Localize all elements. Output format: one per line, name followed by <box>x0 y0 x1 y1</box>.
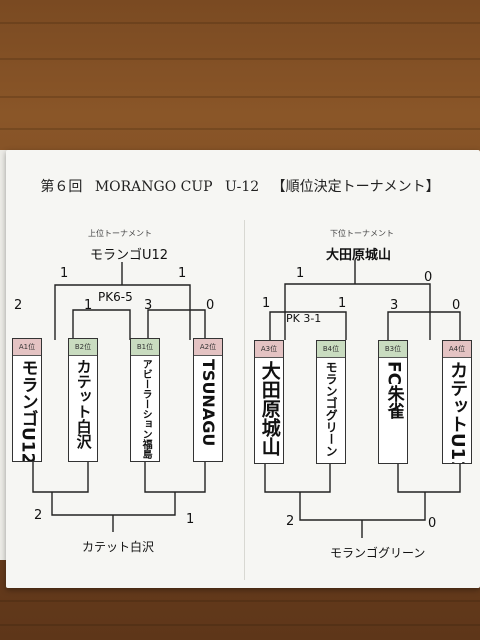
wood-grain <box>0 624 480 626</box>
team-card-a1: A1位 モランゴU12 <box>12 338 42 462</box>
upper-pk-score: PK6-5 <box>98 290 133 304</box>
team-score: 3 <box>144 298 153 313</box>
wood-grain <box>0 58 480 60</box>
team-card-b1: B1位 アビーラーション福島 <box>130 338 160 462</box>
seed-label: B1位 <box>131 339 159 356</box>
team-score: 1 <box>84 298 93 313</box>
lower-pk-score: PK 3-1 <box>286 312 322 325</box>
third-place-winner: カテット白沢 <box>82 540 155 554</box>
third-place-score-right: 0 <box>428 516 437 531</box>
sheet-title: 第６回 MORANGO CUP U-12 【順位決定トーナメント】 <box>0 176 480 196</box>
title-bracket: 【順位決定トーナメント】 <box>271 179 440 195</box>
seed-label: B3位 <box>379 341 407 358</box>
team-name: モランゴU12 <box>17 359 38 462</box>
team-name: カテット白沢 <box>74 359 93 449</box>
team-name: アビーラーション福島 <box>140 359 152 459</box>
lower-champion: 大田原城山 <box>326 248 392 263</box>
third-place-score-right: 1 <box>186 512 195 527</box>
title-cup: MORANGO CUP <box>94 179 213 195</box>
lower-final-score-left: 1 <box>296 266 305 281</box>
seed-label: A2位 <box>194 339 222 356</box>
team-name: モランゴグリーン <box>324 361 339 457</box>
wood-grain <box>0 128 480 130</box>
lower-tournament-label: 下位トーナメント <box>330 229 394 238</box>
upper-final-score-left: 1 <box>60 266 69 281</box>
seed-label: B2位 <box>69 339 97 356</box>
team-score: 0 <box>206 298 215 313</box>
team-score: 2 <box>14 298 23 313</box>
lower-final-score-right: 0 <box>424 270 433 285</box>
title-category: U-12 <box>225 179 260 195</box>
team-score: 1 <box>262 296 271 311</box>
third-place-score-left: 2 <box>286 514 295 529</box>
wood-grain <box>0 600 480 602</box>
upper-tournament-label: 上位トーナメント <box>88 229 152 238</box>
team-card-a2: A2位 TSUNAGU <box>193 338 223 462</box>
seed-label: A1位 <box>13 339 41 356</box>
team-card-b2: B2位 カテット白沢 <box>68 338 98 462</box>
title-edition: 第６回 <box>40 179 83 195</box>
team-name: FC朱雀 <box>383 361 404 420</box>
team-card-b3: B3位 FC朱雀 <box>378 340 408 464</box>
upper-champion: モランゴU12 <box>90 248 169 263</box>
team-card-b4: B4位 モランゴグリーン <box>316 340 346 464</box>
third-place-winner: モランゴグリーン <box>330 546 426 560</box>
wood-grain <box>0 96 480 98</box>
team-card-a3: A3位 大田原城山 <box>254 340 284 464</box>
seed-label: A3位 <box>255 341 283 358</box>
team-name: TSUNAGU <box>199 359 219 447</box>
seed-label: B4位 <box>317 341 345 358</box>
third-place-score-left: 2 <box>34 508 43 523</box>
team-score: 3 <box>390 298 399 313</box>
upper-final-score-right: 1 <box>178 266 187 281</box>
team-name: 大田原城山 <box>258 361 281 456</box>
team-score: 1 <box>338 296 347 311</box>
team-score: 0 <box>452 298 461 313</box>
wood-grain <box>0 22 480 24</box>
team-name: カテットU11 <box>447 361 469 464</box>
paper-fold <box>244 220 245 580</box>
seed-label: A4位 <box>443 341 471 358</box>
team-card-a4: A4位 カテットU11 <box>442 340 472 464</box>
